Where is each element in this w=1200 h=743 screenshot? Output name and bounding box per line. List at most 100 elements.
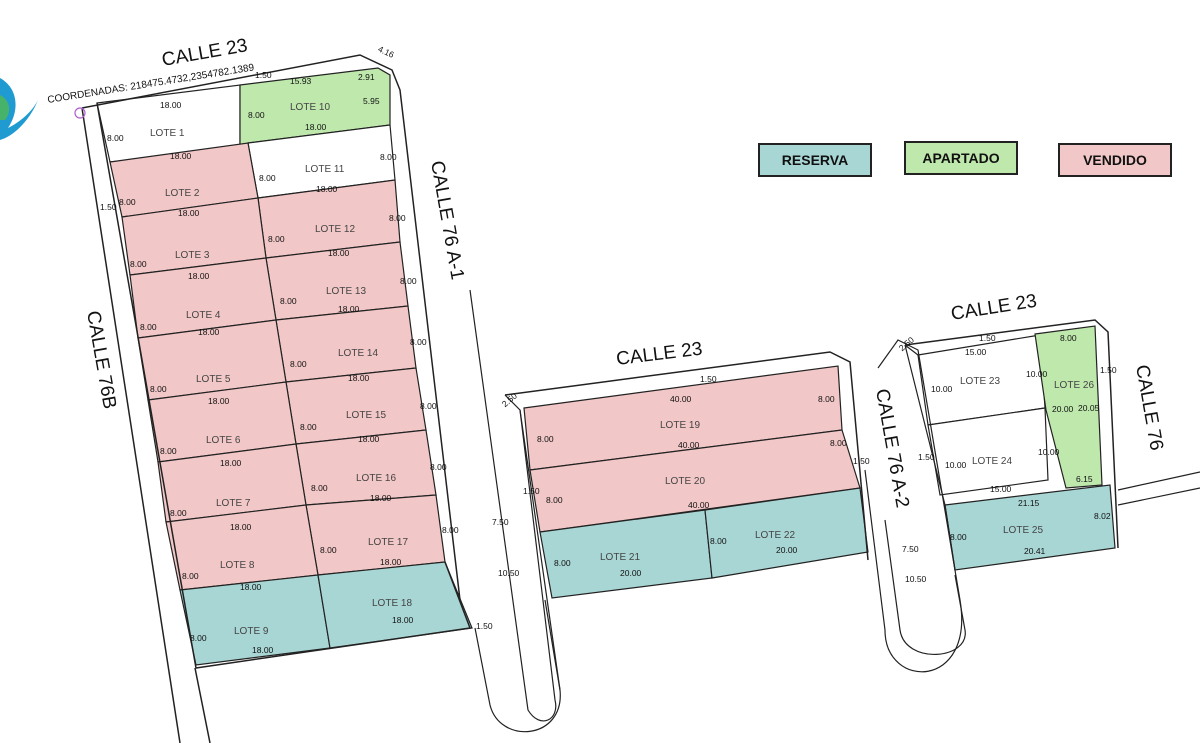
lot-12-label: LOTE 12 xyxy=(315,224,355,235)
dim: 8.00 xyxy=(130,259,147,269)
dim: 18.00 xyxy=(252,645,274,655)
dim: 8.00 xyxy=(160,446,177,456)
street-calle-76-a1: CALLE 76 A-1 xyxy=(426,159,468,281)
dim: 8.00 xyxy=(119,197,136,207)
dim: 8.00 xyxy=(950,532,967,542)
dim: 18.00 xyxy=(178,208,200,218)
dim: 8.00 xyxy=(430,462,447,472)
dim: 2.91 xyxy=(358,72,375,82)
lot-26-label: LOTE 26 xyxy=(1054,380,1094,391)
dim: 40.00 xyxy=(678,440,700,450)
dim: 8.00 xyxy=(311,483,328,493)
dim: 10.00 xyxy=(1038,447,1060,457)
block-a: LOTE 1 LOTE 10 LOTE 11 LOTE 2 LOTE 12 LO… xyxy=(81,44,493,743)
lot-8-label: LOTE 8 xyxy=(220,560,255,571)
dim: 18.00 xyxy=(348,373,370,383)
lot-9-label: LOTE 9 xyxy=(234,626,269,637)
lot-18[interactable] xyxy=(317,561,473,649)
dim: 1.50 xyxy=(918,452,935,462)
coordinate-marker xyxy=(74,107,86,119)
dim: 8.00 xyxy=(320,545,337,555)
dim: 18.00 xyxy=(198,327,220,337)
legend-apartado-label: APARTADO xyxy=(922,150,1000,166)
block-c: LOTE 23 LOTE 24 LOTE 26 LOTE 25 1.50 15.… xyxy=(864,319,1200,673)
dim: 1.50 xyxy=(255,70,272,80)
dim: 5.95 xyxy=(363,96,380,106)
dim: 8.00 xyxy=(400,276,417,286)
lot-2-label: LOTE 2 xyxy=(165,188,200,199)
dim: 20.00 xyxy=(776,545,798,555)
lot-7-label: LOTE 7 xyxy=(216,498,251,509)
dim: 20.00 xyxy=(1052,404,1074,414)
dim: 18.00 xyxy=(370,493,392,503)
lot-18-label: LOTE 18 xyxy=(372,598,412,609)
dim: 10.50 xyxy=(905,574,927,584)
dim: 1.50 xyxy=(1100,365,1117,375)
dim: 18.00 xyxy=(188,271,210,281)
dim: 18.00 xyxy=(328,248,350,258)
lot-25-label: LOTE 25 xyxy=(1003,525,1043,536)
lot-22-label: LOTE 22 xyxy=(755,530,795,541)
lot-1-label: LOTE 1 xyxy=(150,128,185,139)
lot-17[interactable] xyxy=(305,494,446,576)
dim: 18.00 xyxy=(160,100,182,110)
legend-reserva-label: RESERVA xyxy=(781,152,849,168)
dim: 8.00 xyxy=(280,296,297,306)
dim: 1.50 xyxy=(523,486,540,496)
dim: 8.00 xyxy=(442,525,459,535)
dim: 1.50 xyxy=(700,374,717,384)
dim: 8.00 xyxy=(182,571,199,581)
dim: 20.41 xyxy=(1024,546,1046,556)
street-calle-76: CALLE 76 xyxy=(1131,363,1167,452)
lot-26[interactable] xyxy=(1034,325,1103,489)
dim: 8.00 xyxy=(190,633,207,643)
dim: 8.00 xyxy=(170,508,187,518)
dim: 8.00 xyxy=(818,394,835,404)
dim: 18.00 xyxy=(358,434,380,444)
dim: 8.00 xyxy=(389,213,406,223)
logo xyxy=(0,78,38,140)
dim: 7.50 xyxy=(492,517,509,527)
dim: 8.00 xyxy=(150,384,167,394)
lot-14-label: LOTE 14 xyxy=(338,348,378,359)
dim: 18.00 xyxy=(392,615,414,625)
lot-21-label: LOTE 21 xyxy=(600,552,640,563)
dim: 10.00 xyxy=(1026,369,1048,379)
dim: 7.50 xyxy=(902,544,919,554)
dim: 8.00 xyxy=(710,536,727,546)
dim: 8.02 xyxy=(1094,511,1111,521)
legend-reserva: RESERVA xyxy=(758,143,872,177)
dim: 15.00 xyxy=(965,347,987,357)
lot-6-label: LOTE 6 xyxy=(206,435,241,446)
dim: 6.15 xyxy=(1076,474,1093,484)
dim: 18.00 xyxy=(240,582,262,592)
dim: 15.00 xyxy=(990,484,1012,494)
dim: 8.00 xyxy=(107,133,124,143)
dim: 40.00 xyxy=(670,394,692,404)
lot-23-label: LOTE 23 xyxy=(960,376,1000,387)
dim: 8.00 xyxy=(380,152,397,162)
dim: 8.00 xyxy=(248,110,265,120)
lot-24[interactable] xyxy=(927,407,1049,496)
legend-apartado: APARTADO xyxy=(904,141,1018,175)
lot-20-label: LOTE 20 xyxy=(665,476,705,487)
dim: 20.00 xyxy=(620,568,642,578)
dim: 8.00 xyxy=(537,434,554,444)
dim: 18.00 xyxy=(220,458,242,468)
lot-13-label: LOTE 13 xyxy=(326,286,366,297)
lot-19-label: LOTE 19 xyxy=(660,420,700,431)
street-calle-23-middle: CALLE 23 xyxy=(615,339,704,370)
lot-10-label: LOTE 10 xyxy=(290,102,330,113)
dim: 1.50 xyxy=(853,456,870,466)
dim: 8.00 xyxy=(1060,333,1077,343)
dim: 10.00 xyxy=(931,384,953,394)
dim: 8.00 xyxy=(300,422,317,432)
lot-17-label: LOTE 17 xyxy=(368,537,408,548)
dim: 18.00 xyxy=(316,184,338,194)
dim: 8.00 xyxy=(268,234,285,244)
dim: 8.00 xyxy=(140,322,157,332)
lot-5-label: LOTE 5 xyxy=(196,374,231,385)
dim: 8.00 xyxy=(259,173,276,183)
dim: 2.50 xyxy=(897,335,916,353)
